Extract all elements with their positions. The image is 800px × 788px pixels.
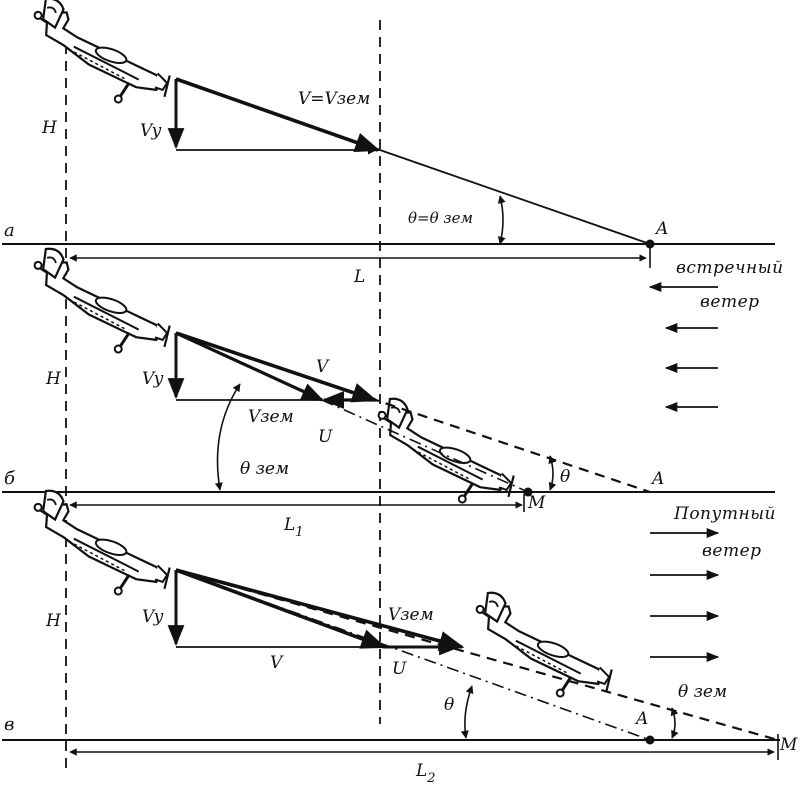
tailwind-label-2: ветер xyxy=(702,541,762,561)
altitude-label: H xyxy=(45,369,62,389)
velocity-vector xyxy=(175,568,387,649)
distance-l1-label: L1 xyxy=(283,515,304,540)
landing-point xyxy=(645,239,655,249)
vy-label: Vy xyxy=(142,607,164,627)
velocity-label: V xyxy=(270,653,284,673)
velocity-label: V xyxy=(316,357,330,377)
ground-velocity-vector xyxy=(175,568,465,651)
theta-label: θ xyxy=(444,695,454,715)
theta-arc xyxy=(548,455,557,491)
wind-vector-label: U xyxy=(318,427,333,447)
point-a-label: A xyxy=(654,219,668,239)
panel-tag: в xyxy=(4,714,14,735)
panel-tag: б xyxy=(4,468,16,489)
tailwind-label: Попутный xyxy=(673,504,776,524)
altitude-label: H xyxy=(45,611,62,631)
distance-l2-label: L2 xyxy=(415,761,436,786)
altitude-label: H xyxy=(41,118,58,138)
vy-label: Vy xyxy=(142,369,164,389)
theta-zem-arc xyxy=(670,707,679,739)
airplane-landing-icon xyxy=(456,587,627,712)
point-m-label: M xyxy=(527,493,546,513)
wind-vector-label: U xyxy=(392,659,407,679)
distance-l-label: L xyxy=(353,267,365,287)
tailwind-arrows xyxy=(650,527,720,663)
theta-label: θ=θ зем xyxy=(408,209,473,227)
theta-zem-arc xyxy=(214,383,241,491)
ground-velocity-label: Vзем xyxy=(388,605,434,625)
headwind-label: встречный xyxy=(676,258,784,278)
landing-point xyxy=(645,735,655,745)
panel-a: а H Vy V=Vзем θ=θ зем A L встречный вете… xyxy=(2,0,784,312)
airplane-icon xyxy=(14,0,185,118)
velocity-vector xyxy=(175,331,378,403)
point-a-label: A xyxy=(650,469,664,489)
panel-tag: а xyxy=(4,220,15,241)
airplane-landing-icon xyxy=(358,393,529,518)
velocity-vector xyxy=(175,77,381,152)
headwind-label-2: ветер xyxy=(700,292,760,312)
theta-zem-label: θ зем xyxy=(678,682,727,702)
landing-point xyxy=(523,487,533,497)
vy-label: Vy xyxy=(140,121,162,141)
airplane-icon xyxy=(14,243,185,368)
ground-velocity-label: Vзем xyxy=(248,407,294,427)
theta-label: θ xyxy=(560,467,570,487)
panel-b: б H Vy V Vзем U θ зем θ A M L1 Попутный xyxy=(2,243,776,561)
theta-arc xyxy=(497,195,506,245)
velocity-label: V=Vзем xyxy=(298,89,370,109)
point-a-label: A xyxy=(634,709,648,729)
theta-zem-label: θ зем xyxy=(240,459,289,479)
ground-velocity-vector xyxy=(175,331,325,402)
theta-arc xyxy=(460,685,474,739)
ground-glide-path xyxy=(175,331,651,494)
headwind-arrows xyxy=(648,281,718,413)
panel-c: в H Vy V Vзем U θ θ зем A M L2 xyxy=(2,485,798,786)
point-m-label: M xyxy=(779,735,798,755)
